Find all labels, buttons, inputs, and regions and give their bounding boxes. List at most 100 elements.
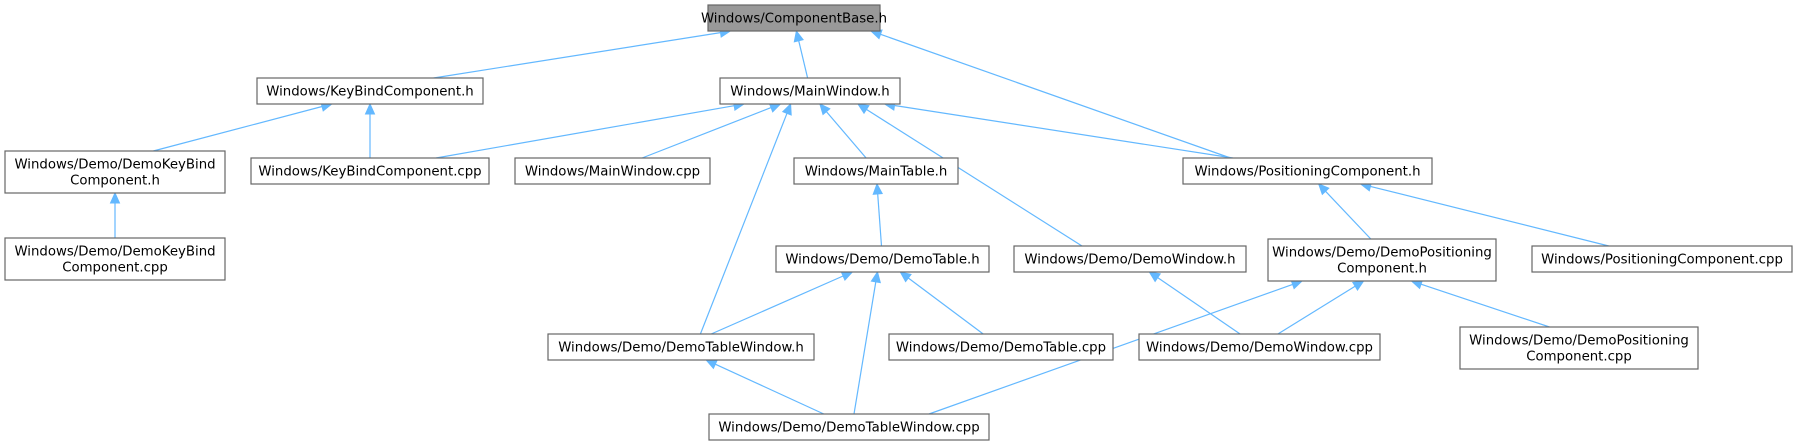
node-label: Windows/MainWindow.cpp bbox=[525, 165, 700, 180]
include-edge bbox=[705, 359, 825, 415]
arrowhead-icon bbox=[872, 182, 884, 195]
node-demopositioning-cpp[interactable]: Windows/Demo/DemoPositioningComponent.cp… bbox=[1459, 326, 1699, 370]
node-demotablewindow-h[interactable]: Windows/Demo/DemoTableWindow.h bbox=[547, 333, 815, 361]
include-edge bbox=[1317, 183, 1372, 240]
node-label: Windows/ComponentBase.h bbox=[701, 12, 887, 27]
node-box bbox=[256, 77, 484, 105]
include-edge bbox=[869, 29, 1231, 159]
node-box bbox=[1267, 238, 1497, 282]
node-label: Windows/Demo/DemoTable.h bbox=[785, 253, 979, 268]
arrowhead-icon bbox=[819, 103, 831, 116]
edge-line bbox=[153, 105, 323, 152]
node-label: Windows/Demo/DemoWindow.cpp bbox=[1146, 341, 1373, 356]
node-box bbox=[1182, 157, 1433, 185]
node-box bbox=[1531, 245, 1793, 273]
edge-line bbox=[1277, 285, 1356, 335]
arrowhead-icon bbox=[781, 102, 792, 116]
node-positioningcomponent-h[interactable]: Windows/PositioningComponent.h bbox=[1182, 157, 1433, 185]
include-edge bbox=[793, 29, 809, 79]
node-label: Windows/Demo/DemoTableWindow.cpp bbox=[718, 421, 979, 436]
node-mainwindow-cpp[interactable]: Windows/MainWindow.cpp bbox=[514, 157, 711, 185]
edge-line bbox=[907, 277, 984, 335]
edge-line bbox=[1157, 277, 1241, 335]
node-label: Windows/Demo/DemoPositioning bbox=[1469, 334, 1689, 349]
include-edge bbox=[1359, 181, 1609, 247]
node-box bbox=[1138, 333, 1381, 361]
include-edge bbox=[435, 100, 746, 159]
edge-line bbox=[1325, 190, 1372, 240]
include-edge bbox=[899, 271, 984, 335]
arrowhead-icon bbox=[1351, 280, 1365, 292]
node-label: Windows/Demo/DemoPositioning bbox=[1272, 246, 1492, 261]
node-label: Component.h bbox=[1337, 262, 1427, 277]
node-keybindcomponent-h[interactable]: Windows/KeyBindComponent.h bbox=[256, 77, 484, 105]
arrowhead-icon bbox=[840, 271, 854, 282]
node-box bbox=[4, 237, 226, 281]
arrowhead-icon bbox=[793, 29, 804, 43]
edge-line bbox=[825, 111, 867, 159]
node-box bbox=[719, 77, 901, 105]
include-edge bbox=[819, 103, 867, 159]
arrowhead-icon bbox=[1317, 183, 1330, 196]
include-edge bbox=[872, 182, 884, 247]
node-box bbox=[707, 4, 881, 32]
include-edge bbox=[853, 270, 881, 415]
node-label: Windows/Demo/DemoTable.cpp bbox=[896, 341, 1106, 356]
edge-line bbox=[433, 32, 721, 79]
node-box bbox=[708, 413, 990, 441]
edge-line bbox=[798, 40, 809, 79]
include-edge bbox=[1410, 279, 1550, 328]
edge-line bbox=[866, 108, 1083, 247]
include-edge bbox=[433, 27, 732, 79]
node-label: Windows/Demo/DemoTableWindow.h bbox=[558, 341, 804, 356]
arrowhead-icon bbox=[1148, 271, 1162, 283]
include-edge bbox=[364, 102, 376, 158]
node-label: Windows/PositioningComponent.h bbox=[1194, 165, 1420, 180]
edge-line bbox=[710, 275, 844, 335]
arrowhead-icon bbox=[705, 359, 718, 370]
node-box bbox=[1459, 326, 1699, 370]
node-label: Windows/Demo/DemoKeyBind bbox=[14, 245, 215, 260]
node-label: Windows/KeyBindComponent.cpp bbox=[258, 165, 481, 180]
node-demowindow-cpp[interactable]: Windows/Demo/DemoWindow.cpp bbox=[1138, 333, 1381, 361]
edge-line bbox=[641, 107, 772, 159]
include-edge bbox=[1148, 271, 1241, 335]
node-componentbase-h[interactable]: Windows/ComponentBase.h bbox=[701, 4, 887, 32]
include-edge bbox=[641, 102, 782, 159]
node-demotable-cpp[interactable]: Windows/Demo/DemoTable.cpp bbox=[888, 333, 1114, 361]
node-box bbox=[4, 150, 226, 194]
edge-line bbox=[715, 363, 825, 415]
node-demotablewindow-cpp[interactable]: Windows/Demo/DemoTableWindow.cpp bbox=[708, 413, 990, 441]
include-edge bbox=[856, 103, 1083, 247]
node-box bbox=[514, 157, 711, 185]
node-demowindow-h[interactable]: Windows/Demo/DemoWindow.h bbox=[1013, 245, 1247, 273]
node-maintable-h[interactable]: Windows/MainTable.h bbox=[793, 157, 959, 185]
node-box bbox=[1013, 245, 1247, 273]
node-label: Windows/MainWindow.h bbox=[730, 85, 889, 100]
node-demotable-h[interactable]: Windows/Demo/DemoTable.h bbox=[775, 245, 990, 273]
include-edge bbox=[109, 191, 121, 238]
node-box bbox=[793, 157, 959, 185]
arrowhead-icon bbox=[870, 270, 881, 284]
node-box bbox=[250, 157, 490, 185]
node-keybindcomponent-cpp[interactable]: Windows/KeyBindComponent.cpp bbox=[250, 157, 490, 185]
node-box bbox=[547, 333, 815, 361]
node-positioningcomponent-cpp[interactable]: Windows/PositioningComponent.cpp bbox=[1531, 245, 1793, 273]
arrowhead-icon bbox=[899, 271, 912, 283]
node-label: Component.cpp bbox=[62, 261, 168, 276]
edge-line bbox=[877, 193, 883, 247]
edge-line bbox=[435, 105, 735, 159]
edge-line bbox=[699, 113, 788, 335]
node-label: Windows/KeyBindComponent.h bbox=[266, 85, 473, 100]
include-edge bbox=[153, 101, 333, 152]
node-label: Component.h bbox=[70, 174, 160, 189]
arrowhead-icon bbox=[856, 103, 870, 115]
node-label: Windows/PositioningComponent.cpp bbox=[1541, 253, 1783, 268]
edge-line bbox=[1370, 185, 1609, 247]
edge-line bbox=[853, 281, 877, 415]
node-mainwindow-h[interactable]: Windows/MainWindow.h bbox=[719, 77, 901, 105]
